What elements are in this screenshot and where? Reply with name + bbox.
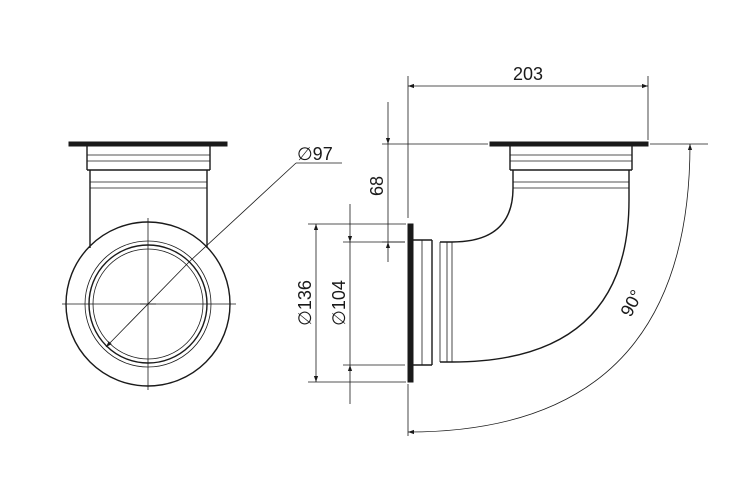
side-view-top-collar [509, 146, 633, 189]
dim-width-overall-label: 203 [513, 64, 543, 84]
dim-pipe-diameter: ∅97 [105, 144, 342, 348]
dim-height-offset: 68 [367, 102, 488, 262]
side-view-side-flange [407, 223, 414, 383]
front-view-flange-plate [68, 141, 228, 147]
side-view-side-collar [413, 239, 453, 366]
dim-bend-angle-label: 90° [616, 286, 646, 319]
dim-pipe-diameter-label: ∅97 [297, 144, 333, 164]
side-view-elbow-inner [440, 170, 514, 243]
side-view-elbow-outer [440, 170, 630, 363]
front-view-collar [86, 146, 211, 189]
front-view [62, 141, 236, 390]
dim-bore-diameter-label: ∅104 [329, 280, 349, 326]
dim-bore-diameter: ∅104 [329, 204, 405, 404]
side-view [407, 141, 649, 383]
dim-width-overall: 203 [407, 64, 649, 218]
dim-height-offset-label: 68 [367, 176, 387, 196]
dim-flange-diameter-label: ∅136 [295, 280, 315, 326]
dim-flange-diameter: ∅136 [295, 223, 406, 383]
side-view-top-flange [489, 141, 649, 147]
